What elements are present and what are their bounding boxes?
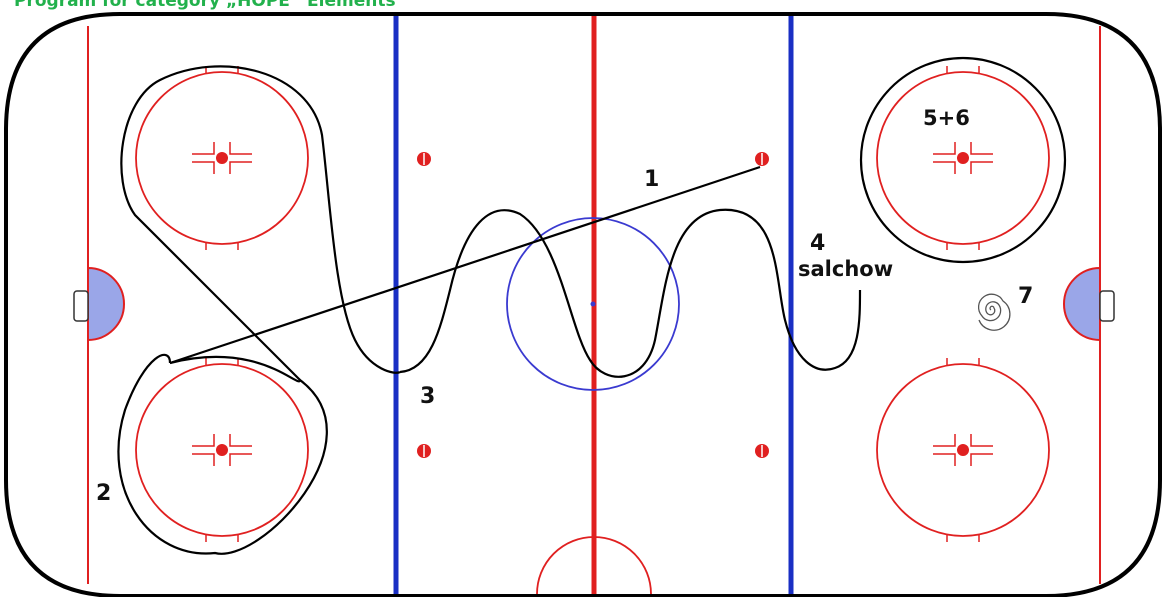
label-element-4-salchow: salchow [798,257,893,281]
goal-net-left [73,290,89,322]
faceoff-circle-bottom-left [135,358,309,542]
goal-net-right [1099,290,1115,322]
label-element-4: 4 [810,231,825,256]
label-element-1: 1 [644,167,659,192]
label-element-7: 7 [1018,284,1033,309]
referee-crease [536,536,652,595]
faceoff-circle-top-right [876,66,1050,250]
faceoff-circle-top-left [135,66,309,250]
skating-path-element-3-serpentine [399,208,862,378]
skating-path-element-2-upper [120,65,401,381]
spin-spiral-icon [977,293,1011,331]
skating-path-element-5-6 [859,56,1067,264]
goal-crease-left [87,266,125,342]
diagram-title: Program for category „HOPE“ Elements [14,0,396,11]
rink-boards [4,12,1162,597]
label-element-3: 3 [420,384,435,409]
skating-path-element-1 [169,165,761,365]
skating-path-element-2 [117,353,328,555]
label-element-2: 2 [96,481,111,506]
center-circle [506,217,680,391]
label-element-5-6: 5+6 [923,106,970,130]
faceoff-circle-bottom-right [876,358,1050,542]
goal-crease-right [1063,266,1101,342]
neutral-zone-dots [417,152,769,458]
center-dot [590,301,596,307]
